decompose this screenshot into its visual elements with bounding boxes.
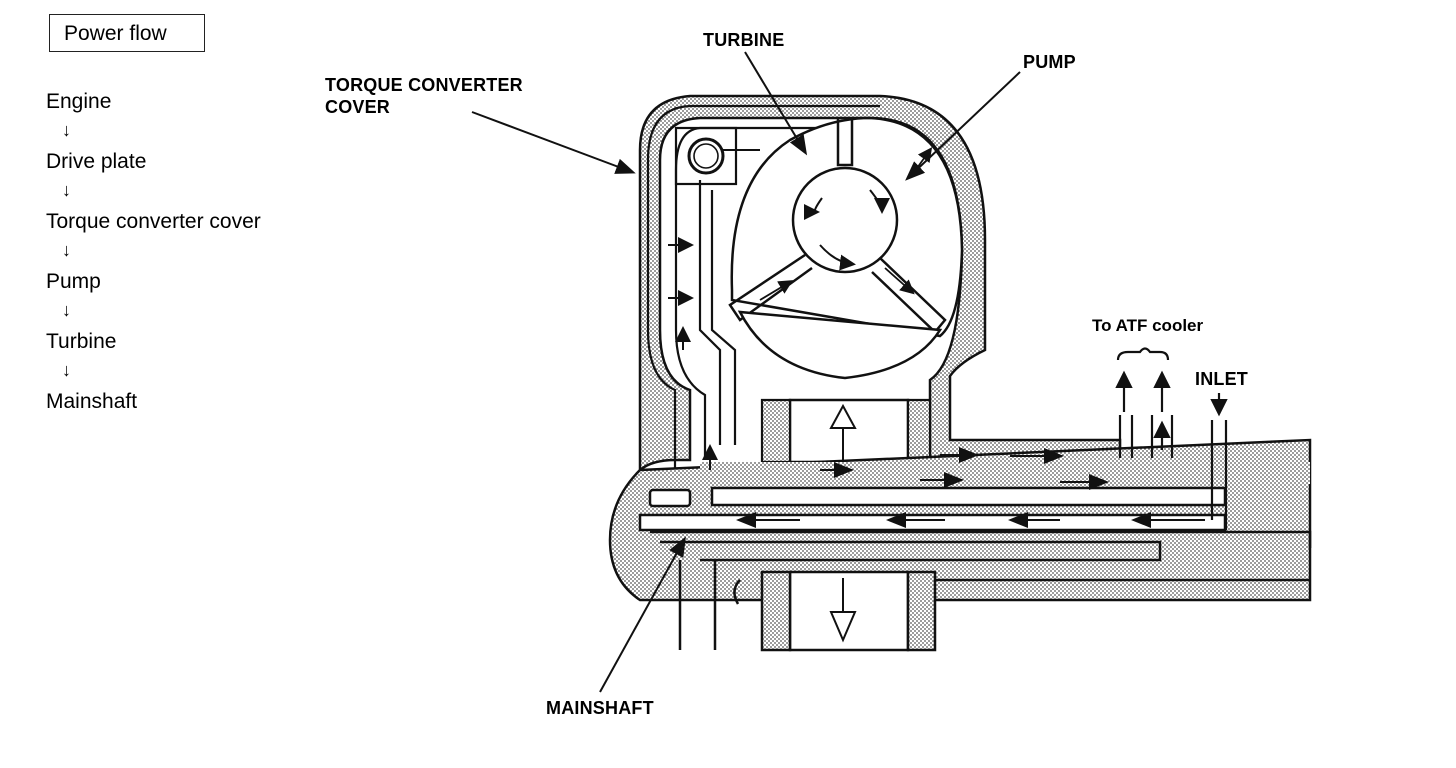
flow-arrow-icon: ↓: [62, 240, 71, 260]
label-inlet: INLET: [1195, 369, 1248, 389]
stator-hub-lower: [678, 560, 1310, 652]
flow-arrow-icon: ↓: [62, 120, 71, 140]
power-flow-box: Power flow: [49, 14, 205, 52]
label-leader-lines: [471, 51, 1021, 693]
inlet-port: [1210, 393, 1228, 530]
stator-core: [791, 166, 899, 274]
stator-lower-half: [737, 310, 943, 380]
flow-step-torque-converter-cover: Torque converter cover: [46, 210, 261, 233]
flow-arrow-icon: ↓: [62, 180, 71, 200]
bearing-ring: [674, 126, 760, 186]
power-flow-title: Power flow: [64, 22, 167, 45]
label-mainshaft: MAINSHAFT: [546, 698, 654, 718]
cover-flow-arrows: [668, 237, 718, 470]
label-to-atf-cooler: To ATF cooler: [1092, 316, 1204, 335]
label-torque-converter-cover-line2: COVER: [325, 97, 391, 117]
shaft-flow-arrows: [736, 447, 1205, 528]
flow-step-engine: Engine: [46, 90, 112, 113]
flow-step-drive-plate: Drive plate: [46, 150, 147, 173]
flow-arrow-icon: ↓: [62, 360, 71, 380]
flow-step-mainshaft: Mainshaft: [46, 390, 138, 413]
label-torque-converter-cover-line1: TORQUE CONVERTER: [325, 75, 523, 95]
label-turbine: TURBINE: [703, 30, 785, 50]
flow-arrow-icon: ↓: [62, 300, 71, 320]
flow-step-pump: Pump: [46, 270, 101, 293]
stator-hub-upper: [788, 398, 910, 464]
label-pump: PUMP: [1023, 52, 1076, 72]
turbine-pump-divider: [836, 118, 854, 167]
atf-cooler-outlets: [1115, 347, 1174, 458]
flow-step-turbine: Turbine: [46, 330, 117, 353]
